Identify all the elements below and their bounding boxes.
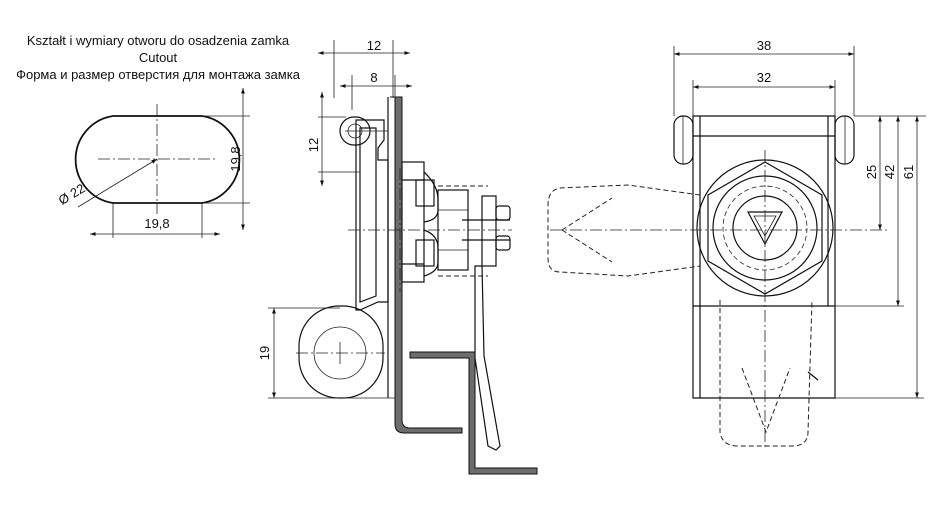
panel-section bbox=[390, 96, 463, 434]
cam-plate bbox=[481, 195, 497, 267]
cutout-outline bbox=[74, 115, 241, 204]
cutout-view: 19,8 19,8 Ø 22 bbox=[56, 88, 250, 238]
front-dim-32: 32 bbox=[757, 70, 771, 85]
diameter-leader bbox=[77, 158, 158, 208]
front-dim-61: 61 bbox=[901, 165, 916, 179]
title-russian: Форма и размер отверстия для монтажа зам… bbox=[16, 67, 301, 82]
front-dim-42: 42 bbox=[882, 165, 897, 179]
side-dim-19: 19 bbox=[257, 346, 272, 360]
z-bracket bbox=[409, 351, 538, 475]
side-dim-8: 8 bbox=[370, 70, 377, 85]
front-dim-25: 25 bbox=[864, 165, 879, 179]
stop-loop bbox=[298, 305, 384, 399]
cam-lever bbox=[474, 265, 501, 451]
cutout-height-label: 19,8 bbox=[228, 146, 243, 171]
title-block: Kształt i wymiary otworu do osadzenia za… bbox=[16, 33, 301, 82]
title-english: Cutout bbox=[139, 50, 178, 65]
pin-right bbox=[834, 115, 855, 165]
side-dim-12-top: 12 bbox=[367, 38, 381, 53]
side-view: 12 8 12 19 bbox=[257, 38, 538, 475]
lock-housing bbox=[355, 119, 389, 311]
side-dim-12-left: 12 bbox=[306, 138, 321, 152]
handle-rotated-down bbox=[719, 299, 813, 447]
handle-rotated-left bbox=[547, 184, 701, 277]
pin-left bbox=[673, 115, 694, 165]
front-view: 38 32 25 42 61 bbox=[547, 38, 926, 450]
title-polish: Kształt i wymiary otworu do osadzenia za… bbox=[27, 33, 290, 48]
cutout-width-label: 19,8 bbox=[144, 216, 169, 231]
front-housing bbox=[692, 115, 836, 399]
front-dim-38: 38 bbox=[757, 38, 771, 53]
